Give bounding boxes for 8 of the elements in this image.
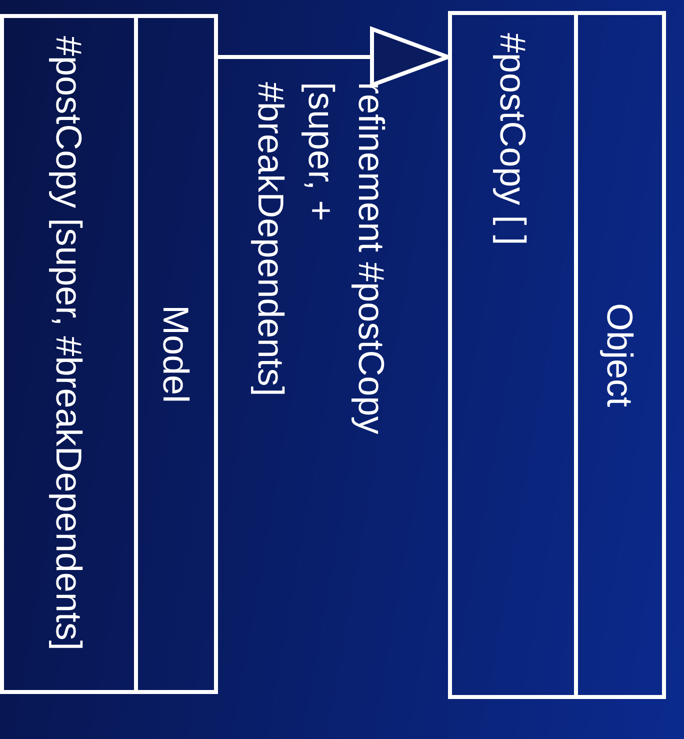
method-text: #postCopy [ ] — [492, 33, 534, 248]
edge-label: refinement #postCopy [super, + #breakDependents] — [249, 82, 394, 436]
class-box — [0, 14, 218, 694]
class-name: Object — [599, 302, 641, 408]
class-name: Model — [155, 304, 197, 404]
inheritance-arrow — [218, 27, 450, 87]
class-box — [448, 11, 666, 699]
method-text: #postCopy [super, #breakDependents] — [48, 36, 90, 652]
